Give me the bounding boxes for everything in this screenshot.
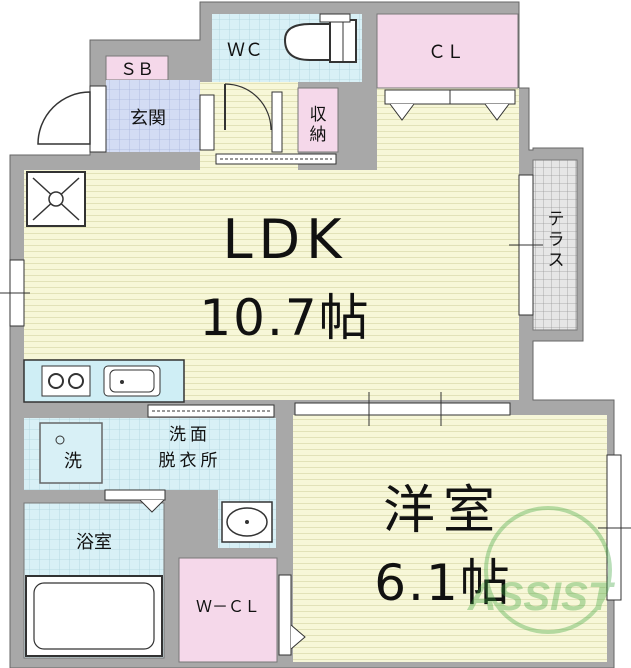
kitchen-sink-icon	[103, 365, 161, 397]
ldk-label: LDK	[222, 208, 347, 271]
storage-floor	[297, 87, 339, 153]
ldk-floor	[24, 88, 519, 400]
terrace-label: テラス	[548, 210, 565, 271]
closet-doors	[384, 89, 516, 121]
shoe-box-label: ＳＢ	[120, 60, 154, 80]
walk-in-closet-door	[278, 574, 306, 656]
entrance-label: 玄関	[130, 108, 166, 129]
entrance-door	[37, 85, 107, 153]
ventilation-fan-icon	[26, 171, 86, 227]
assist-watermark: ASSIST	[467, 506, 616, 634]
washer-pan	[39, 422, 103, 484]
hall-door	[199, 83, 283, 153]
storage-label: 収納	[310, 105, 327, 145]
bathroom-door	[104, 489, 166, 513]
bathtub-inner	[33, 582, 155, 650]
washer-drain-icon	[55, 435, 65, 445]
western-room-floor	[293, 415, 607, 662]
washroom-label: 洗面脱衣所	[159, 425, 222, 471]
bathroom-label: 浴室	[76, 532, 112, 553]
closet-label: ＣＬ	[428, 42, 464, 63]
western-room-size-label: 6.1帖	[374, 554, 512, 612]
stove-icon	[41, 365, 91, 397]
walk-in-closet-floor	[178, 557, 278, 663]
ldk-size-label: 10.7帖	[199, 289, 370, 347]
washer-label: 洗	[64, 451, 82, 472]
entrance-floor	[106, 80, 200, 152]
washbasin-icon	[221, 501, 273, 543]
wc-label: ＷＣ	[227, 40, 263, 61]
toilet-icon	[283, 13, 357, 63]
watermark-text: ASSIST	[467, 575, 616, 619]
washroom-sliding-door	[147, 404, 275, 418]
closet-floor	[376, 13, 519, 89]
western-room-label: 洋室	[383, 481, 503, 541]
walk-in-closet-label: Ｗ－ＣＬ	[196, 597, 260, 616]
ldk-western-sliding-door	[294, 392, 511, 426]
